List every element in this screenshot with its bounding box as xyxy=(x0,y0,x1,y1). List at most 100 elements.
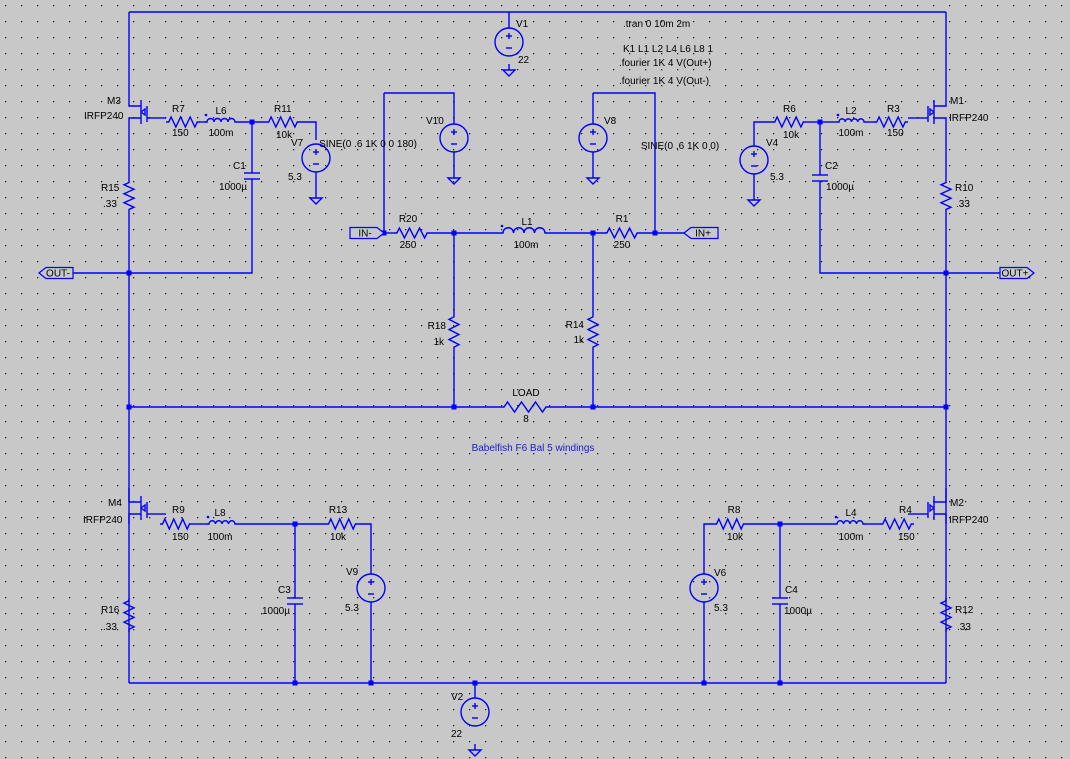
spice-directive-tran: .tran 0 10m 2m xyxy=(623,19,690,30)
inductor-l2[interactable] xyxy=(836,118,867,123)
junction-dot xyxy=(943,270,949,276)
resistor-ref-label: R8 xyxy=(728,505,741,516)
resistor-load[interactable] xyxy=(500,400,550,414)
voltage-source-v1[interactable] xyxy=(494,27,524,57)
inductor-ref-label: L1 xyxy=(521,217,533,228)
junction-dot xyxy=(817,119,823,125)
wire xyxy=(593,92,656,232)
port-label: OUT- xyxy=(46,269,70,280)
voltage-source-v6[interactable] xyxy=(689,573,719,603)
junction-dots xyxy=(126,119,949,686)
resistor-r11[interactable] xyxy=(266,115,300,129)
wire xyxy=(129,188,253,274)
mosfet-m1[interactable] xyxy=(914,92,947,128)
source-value-label: 5.3 xyxy=(714,603,728,614)
capacitor-c3[interactable] xyxy=(287,592,303,610)
inductor-l1[interactable] xyxy=(500,227,548,234)
junction-dot xyxy=(368,680,374,686)
spice-directive-fourier-minus: .fourier 1K 4 V(Out-) xyxy=(619,76,709,87)
ground-icon xyxy=(446,172,462,185)
junction-dot xyxy=(652,230,658,236)
inductor-ref-label: L6 xyxy=(215,106,227,117)
mosfet-model-label: IRFP240 xyxy=(83,515,123,526)
mosfet-m3[interactable] xyxy=(128,92,160,128)
resistor-r4[interactable] xyxy=(880,517,914,531)
junction-dot xyxy=(472,680,478,686)
ground-icon xyxy=(585,172,601,185)
junction-dot xyxy=(126,270,132,276)
inductor-value-label: 100m xyxy=(208,128,233,139)
resistor-value-label: 150 xyxy=(172,128,189,139)
resistor-ref-label: R11 xyxy=(274,104,292,115)
resistor-r6[interactable] xyxy=(772,115,806,129)
resistor-ref-label: R10 xyxy=(955,183,974,194)
resistor-r9[interactable] xyxy=(160,517,192,531)
resistor-value-label: 150 xyxy=(898,532,915,543)
resistor-ref-label: R13 xyxy=(329,505,348,516)
source-spec-label: SINE(0 .6 1K 0 0 180) xyxy=(319,139,417,150)
capacitor-c2[interactable] xyxy=(812,168,828,188)
resistor-value-label: 10k xyxy=(727,532,744,543)
mosfet-m4[interactable] xyxy=(128,488,160,524)
port-label: IN- xyxy=(358,229,371,240)
mosfet-model-label: IRFP240 xyxy=(84,111,124,122)
junction-dot xyxy=(590,404,596,410)
junction-dot xyxy=(590,230,596,236)
resistor-r20[interactable] xyxy=(394,226,430,240)
net-port-outminus[interactable]: OUT- xyxy=(38,266,74,280)
voltage-source-v4[interactable] xyxy=(739,145,769,175)
mosfet-m2[interactable] xyxy=(914,488,947,524)
capacitor-c1[interactable] xyxy=(244,164,260,188)
inductor-l8[interactable] xyxy=(206,520,238,525)
junction-dot xyxy=(292,680,298,686)
resistor-r18[interactable] xyxy=(447,314,461,350)
capacitor-value-label: 1000µ xyxy=(826,182,854,193)
capacitor-ref-label: C1 xyxy=(233,161,246,172)
capacitor-ref-label: C3 xyxy=(278,585,291,596)
resistor-r16[interactable] xyxy=(122,598,136,632)
net-port-inminus[interactable]: IN- xyxy=(349,226,385,240)
wire xyxy=(753,121,772,146)
inductor-value-label: 100m xyxy=(207,532,232,543)
resistor-ref-label: R4 xyxy=(899,505,912,516)
resistor-value-label: .33 xyxy=(956,199,970,210)
voltage-source-v8[interactable] xyxy=(578,123,608,153)
resistor-r8[interactable] xyxy=(714,517,746,531)
resistor-r14[interactable] xyxy=(586,314,600,350)
capacitor-c4[interactable] xyxy=(772,592,788,610)
phase-dot-icon xyxy=(206,515,210,519)
resistor-ref-label: R15 xyxy=(101,183,120,194)
resistor-r15[interactable] xyxy=(122,180,136,212)
resistor-r13[interactable] xyxy=(326,517,358,531)
net-port-outplus[interactable]: OUT+ xyxy=(999,266,1035,280)
phase-dot-icon xyxy=(204,113,208,117)
inductor-l4[interactable] xyxy=(834,520,866,525)
resistor-ref-label: R18 xyxy=(428,321,447,332)
resistor-r12[interactable] xyxy=(939,598,953,632)
source-value-label: 22 xyxy=(518,55,530,66)
resistor-value-label: 8 xyxy=(523,414,529,425)
inductor-value-label: 100m xyxy=(513,240,538,251)
resistor-r10[interactable] xyxy=(939,180,953,212)
voltage-source-v9[interactable] xyxy=(356,573,386,603)
inductor-l6[interactable] xyxy=(204,117,238,123)
phase-dot-icon xyxy=(834,515,838,519)
junction-dot xyxy=(451,404,457,410)
resistor-value-label: 250 xyxy=(400,240,417,251)
net-port-inplus[interactable]: IN+ xyxy=(683,226,719,240)
ground-icon xyxy=(467,744,483,757)
resistor-r7[interactable] xyxy=(166,115,200,129)
inductor-value-label: 100m xyxy=(838,532,863,543)
schematic-title: Babelfish F6 Bal 5 windings xyxy=(472,443,595,454)
source-ref-label: V8 xyxy=(604,116,617,127)
junction-dot xyxy=(126,404,132,410)
resistor-r1[interactable] xyxy=(604,226,640,240)
voltage-source-v10[interactable] xyxy=(439,123,469,153)
resistor-r3[interactable] xyxy=(874,115,908,129)
source-value-label: 5.3 xyxy=(770,172,784,183)
resistor-value-label: 10k xyxy=(783,130,800,141)
voltage-source-v7[interactable] xyxy=(301,143,331,173)
voltage-source-v2[interactable] xyxy=(460,697,490,727)
resistor-ref-label: LOAD xyxy=(512,388,539,399)
